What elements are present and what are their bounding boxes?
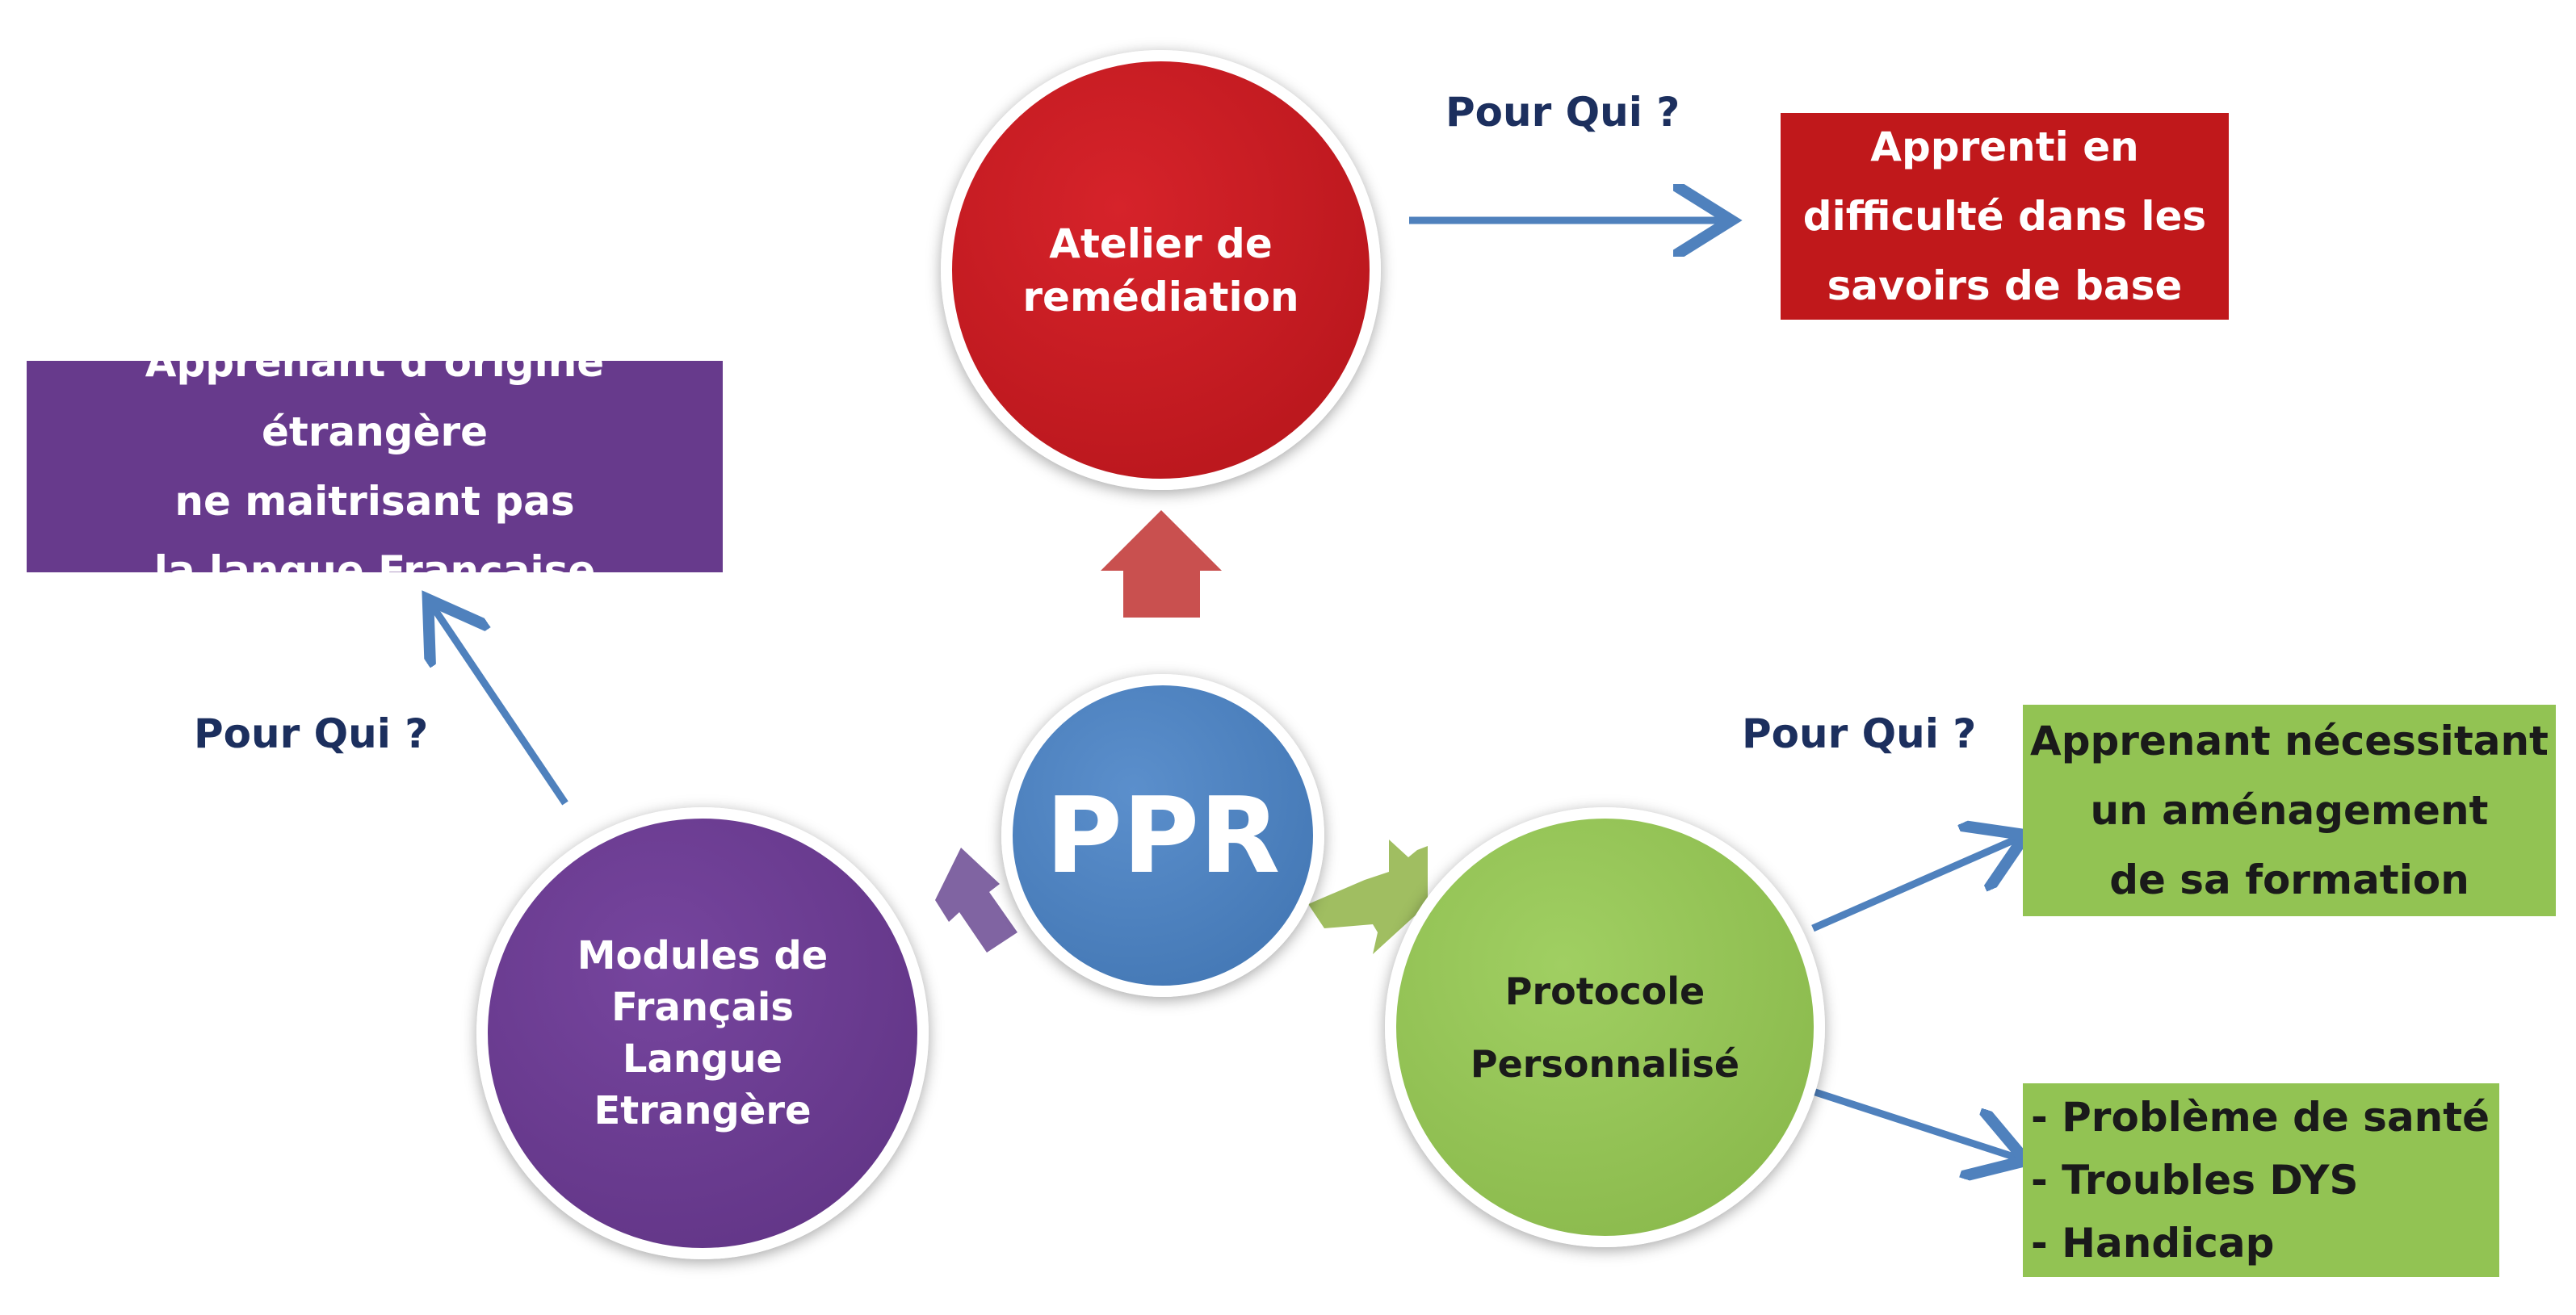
block-arrow-left-purple xyxy=(935,848,1017,953)
node-fle-line-1: Modules de xyxy=(577,933,829,978)
node-protocol-circle[interactable]: Protocole Personnalisé xyxy=(1385,807,1825,1247)
node-fle-line-4: Etrangère xyxy=(594,1088,812,1133)
target-fle-line-2: ne maitrisant pas xyxy=(174,478,575,525)
target-protocol-bottom-box: - Problème de santé - Troubles DYS - Han… xyxy=(2023,1083,2499,1277)
node-fle-line-2: Français xyxy=(611,985,794,1030)
target-protocol-top-line-1: Apprenant nécessitant xyxy=(2030,718,2549,764)
target-protocol-top-line-3: de sa formation xyxy=(2109,856,2469,903)
target-remediation-line-3: savoirs de base xyxy=(1827,262,2183,309)
target-protocol-bottom-line-3: - Handicap xyxy=(2031,1220,2275,1267)
arrow-protocol-to-bottom-target xyxy=(1811,1087,2019,1158)
target-fle-box: Apprenant d’origine étrangère ne maitris… xyxy=(27,339,723,594)
node-protocol-line-2: Personnalisé xyxy=(1470,1041,1740,1086)
question-remediation: Pour Qui ? xyxy=(1445,89,1680,136)
node-remediation-circle[interactable]: Atelier de remédiation xyxy=(941,50,1381,490)
target-remediation-box: Apprenti en difficulté dans les savoirs … xyxy=(1781,113,2229,320)
target-protocol-bottom-line-2: - Troubles DYS xyxy=(2031,1157,2359,1204)
block-arrow-right-green xyxy=(1308,840,1428,954)
ppr-label: PPR xyxy=(1045,774,1281,897)
block-arrow-up-red xyxy=(1101,510,1222,618)
target-protocol-top-line-2: un aménagement xyxy=(2090,787,2489,834)
target-protocol-top-box: Apprenant nécessitant un aménagement de … xyxy=(2023,705,2556,916)
node-fle-line-3: Langue xyxy=(622,1037,783,1082)
node-fle-circle[interactable]: Modules de Français Langue Etrangère xyxy=(476,807,929,1259)
arrow-fle-to-target xyxy=(432,605,568,806)
question-protocol: Pour Qui ? xyxy=(1742,710,1977,757)
ppr-center-circle[interactable]: PPR xyxy=(1001,674,1324,997)
question-fle: Pour Qui ? xyxy=(194,710,429,757)
target-protocol-bottom-line-1: - Problème de santé xyxy=(2031,1094,2490,1141)
arrow-protocol-to-top-target xyxy=(1811,838,2019,932)
target-remediation-line-2: difficulté dans les xyxy=(1802,193,2207,240)
node-remediation-line-1: Atelier de xyxy=(1049,220,1273,267)
target-fle-line-3: la langue Française xyxy=(153,547,596,594)
node-remediation-line-2: remédiation xyxy=(1022,273,1299,320)
node-protocol-line-1: Protocole xyxy=(1504,969,1705,1013)
target-fle-line-1: Apprenant d’origine étrangère xyxy=(145,339,605,455)
target-remediation-line-1: Apprenti en xyxy=(1870,124,2139,170)
